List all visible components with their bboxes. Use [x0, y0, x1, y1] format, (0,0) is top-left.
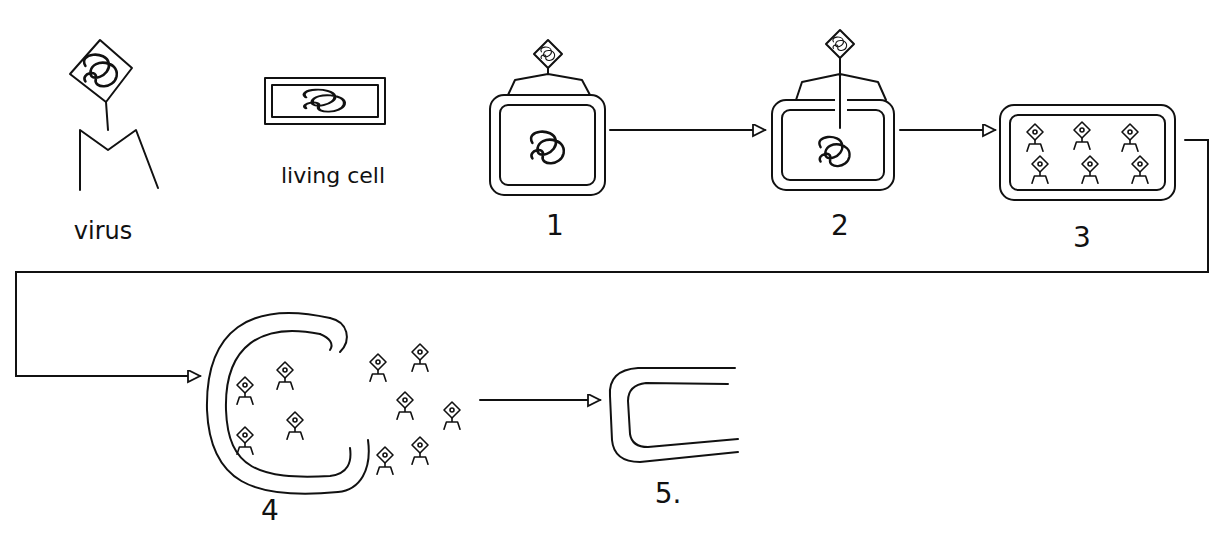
stage-figure: 1	[485, 35, 610, 250]
living-cell-drawing	[265, 78, 385, 124]
figure-label: virus	[74, 218, 134, 246]
flow-arrow	[610, 129, 765, 131]
step-number: 5.	[655, 478, 683, 510]
injection-stage	[772, 30, 894, 190]
empty-cell-stage	[610, 368, 738, 462]
cell-figure: living cell	[260, 70, 405, 200]
flow-arrow	[900, 129, 995, 131]
stage-figure: 4	[200, 300, 480, 535]
flow-arrow	[16, 140, 1208, 376]
step-number: 4	[261, 495, 280, 527]
stage-figure: 5.	[600, 360, 745, 535]
replication-stage	[1000, 105, 1175, 200]
stage-figure: 3	[995, 100, 1185, 260]
lysis-stage	[207, 313, 460, 494]
virus-figure: virus	[55, 35, 170, 257]
step-number: 2	[831, 210, 850, 242]
stage-figure: 2	[765, 28, 900, 250]
figure-label: living cell	[281, 163, 387, 188]
virus-drawing	[70, 40, 158, 190]
step-number: 1	[546, 210, 565, 242]
step-number: 3	[1073, 222, 1092, 254]
flow-arrow	[480, 399, 600, 401]
attachment-stage	[490, 40, 605, 195]
